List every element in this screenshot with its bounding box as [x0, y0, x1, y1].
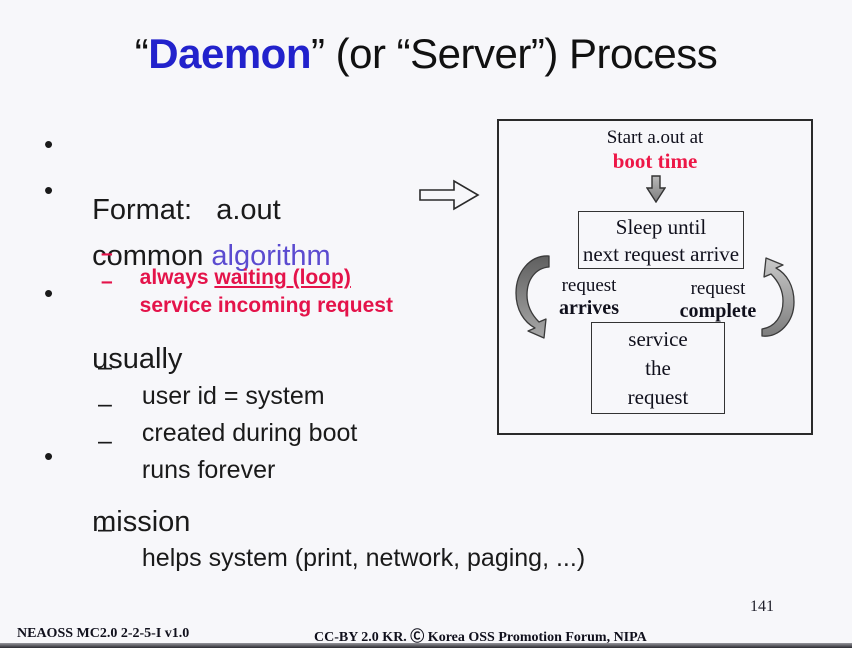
- dash-icon: –: [98, 390, 112, 418]
- bullet-format-text: Format: a.out: [92, 194, 281, 226]
- page-number: 141: [750, 598, 774, 615]
- helps-system-text: helps system (print, network, paging, ..…: [141, 544, 586, 572]
- daemon-loop-diagram: Start a.out at boot time Sleep until nex…: [497, 119, 813, 435]
- down-arrow-icon: [645, 175, 667, 208]
- sub-bullet-created: – created during boot: [98, 361, 358, 448]
- curved-arrow-left-icon: [513, 253, 555, 344]
- bullet-mission: • mission: [44, 440, 191, 539]
- request-complete-line2: complete: [679, 300, 757, 322]
- sleep-box: Sleep until next request arrive: [578, 211, 744, 269]
- service-incoming-text: service incoming request: [139, 294, 393, 317]
- runs-forever-text: runs forever: [141, 456, 276, 484]
- request-arrives-label: request arrives: [547, 275, 631, 320]
- userid-text: user id = system: [141, 382, 325, 410]
- bullet-algorithm-text: algorithm: [211, 240, 331, 272]
- sub-bullet-runs-forever: – runs forever: [98, 398, 276, 485]
- bullet-dot-icon: •: [44, 175, 54, 205]
- slide-title: “Daemon” (or “Server”) Process: [0, 30, 852, 78]
- diagram-boot-time-label: boot time: [612, 149, 698, 173]
- title-rest: (or “Server”) Process: [324, 30, 718, 77]
- bullet-format: • Format: a.out: [44, 128, 281, 227]
- right-arrow-icon: [418, 178, 480, 217]
- title-close-quote: ”: [310, 30, 325, 77]
- service-box-line2: the: [645, 356, 671, 380]
- sub-bullet-service-incoming: – service incoming request: [101, 246, 393, 318]
- footer-course-code: NEAOSS MC2.0 2-2-5-I v1.0: [17, 626, 190, 641]
- dash-icon: –: [101, 242, 113, 265]
- created-text: created during boot: [141, 419, 358, 447]
- bullet-dot-icon: •: [44, 278, 54, 308]
- mission-text: mission: [92, 506, 191, 538]
- diagram-start-label: Start a.out at: [606, 127, 704, 148]
- request-arrives-line1: request: [561, 275, 617, 296]
- bottom-edge-bar: [0, 643, 852, 648]
- title-open-quote: “: [134, 30, 149, 77]
- request-arrives-line2: arrives: [559, 297, 619, 319]
- service-box: service the request: [591, 322, 725, 414]
- sleep-box-line1: Sleep until: [615, 215, 707, 239]
- service-box-line3: request: [627, 385, 689, 409]
- sub-bullet-userid: – user id = system: [98, 324, 325, 411]
- footer-license: CC-BY 2.0 KR. Ⓒ Korea OSS Promotion Foru…: [314, 630, 647, 645]
- service-box-line1: service: [628, 327, 688, 351]
- dash-icon: –: [98, 353, 112, 381]
- dash-icon: –: [98, 427, 112, 455]
- sleep-box-line2: next request arrive: [582, 242, 740, 266]
- bullet-dot-icon: •: [44, 441, 54, 471]
- sub-bullet-always-waiting: – always waiting (loop): [101, 218, 351, 290]
- waiting-loop-text: waiting (loop): [214, 266, 351, 289]
- curved-arrow-right-icon: [759, 257, 797, 344]
- sub-bullet-helps-system: – helps system (print, network, paging, …: [98, 486, 586, 573]
- request-complete-line1: request: [690, 278, 746, 299]
- dash-icon: –: [98, 515, 112, 543]
- always-text: always: [139, 266, 215, 289]
- title-daemon-word: Daemon: [148, 30, 311, 77]
- request-complete-label: request complete: [673, 278, 763, 323]
- usually-text: usually: [92, 343, 183, 375]
- dash-icon: –: [101, 270, 113, 293]
- bullet-dot-icon: •: [44, 129, 54, 159]
- bullet-common-text: common: [92, 240, 212, 272]
- bullet-common-algorithm: • common algorithm: [44, 174, 331, 273]
- bullet-usually: • usually: [44, 277, 183, 376]
